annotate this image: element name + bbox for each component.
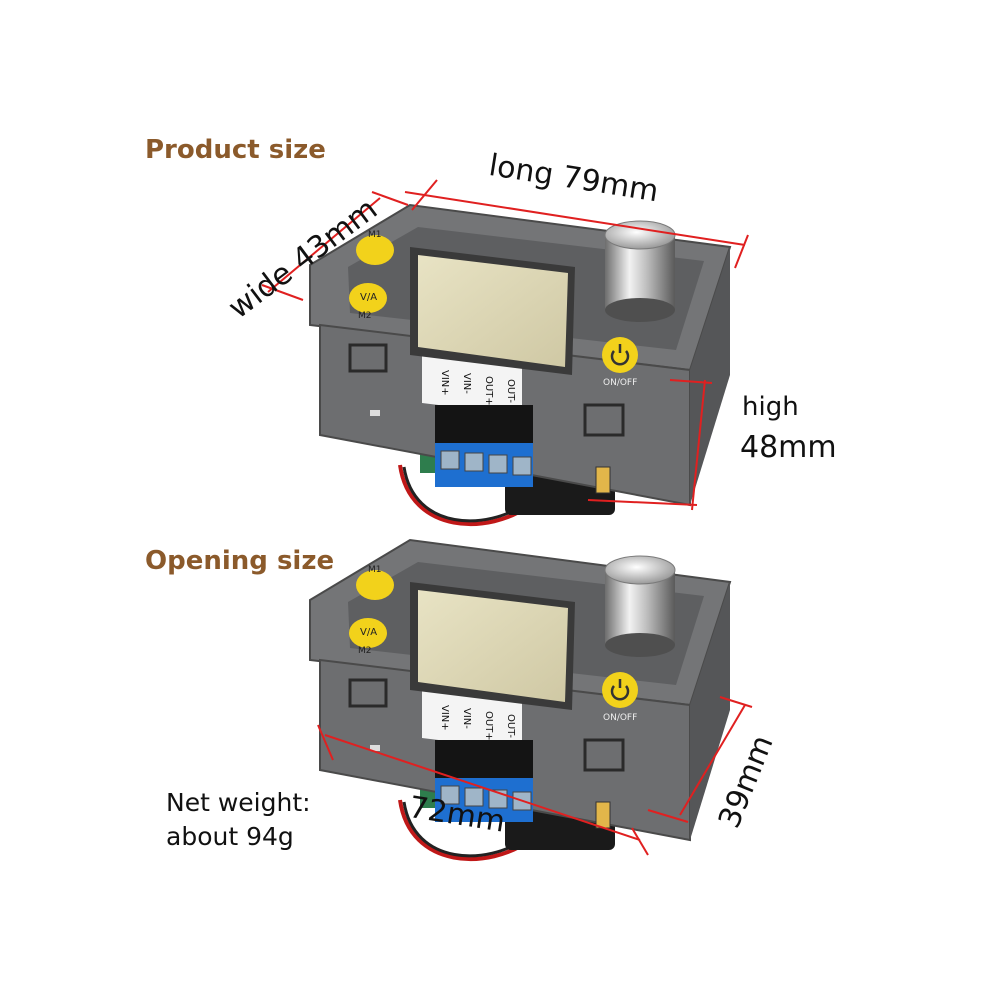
terminal-label: VIN- [461, 373, 472, 394]
m1-button-label: M1 [368, 565, 382, 575]
device-photo-top: M1 V/A M2 ON/OFF VIN+ VIN- OUT+ OUT- [308, 203, 732, 527]
terminal-label: OUT- [505, 714, 516, 738]
terminal-label: VIN+ [439, 705, 450, 731]
m2-button-label: M2 [358, 646, 372, 656]
net-weight-label: Net weight: [166, 788, 311, 817]
device-photo-bottom: M1 V/A M2 ON/OFF VIN+ VIN- OUT+ OUT- [308, 538, 732, 862]
height-value: 48mm [740, 430, 837, 465]
terminal-label: VIN- [461, 708, 472, 729]
terminal-label: VIN+ [439, 370, 450, 396]
opening-size-title: Opening size [145, 546, 335, 576]
width-dimension-line [267, 197, 381, 293]
product-size-title: Product size [145, 135, 326, 165]
height-word: high [742, 392, 799, 422]
terminal-label: OUT+ [483, 711, 494, 741]
power-button-label: ON/OFF [603, 713, 637, 723]
m1-button-label: M1 [368, 230, 382, 240]
net-weight-value: about 94g [166, 822, 294, 851]
dimension-lines-top [261, 179, 749, 511]
power-button-label: ON/OFF [603, 378, 637, 388]
va-button-label: V/A [360, 627, 377, 638]
dimension-lines-bottom [317, 696, 753, 856]
va-button-label: V/A [360, 292, 377, 303]
height-dimension-line [691, 379, 706, 511]
opening-height-dimension-line [679, 704, 746, 816]
terminal-label: OUT- [505, 379, 516, 403]
m2-button-label: M2 [358, 311, 372, 321]
opening-width-dimension-line [324, 734, 641, 841]
length-dimension-line [404, 191, 746, 246]
terminal-label: OUT+ [483, 376, 494, 406]
